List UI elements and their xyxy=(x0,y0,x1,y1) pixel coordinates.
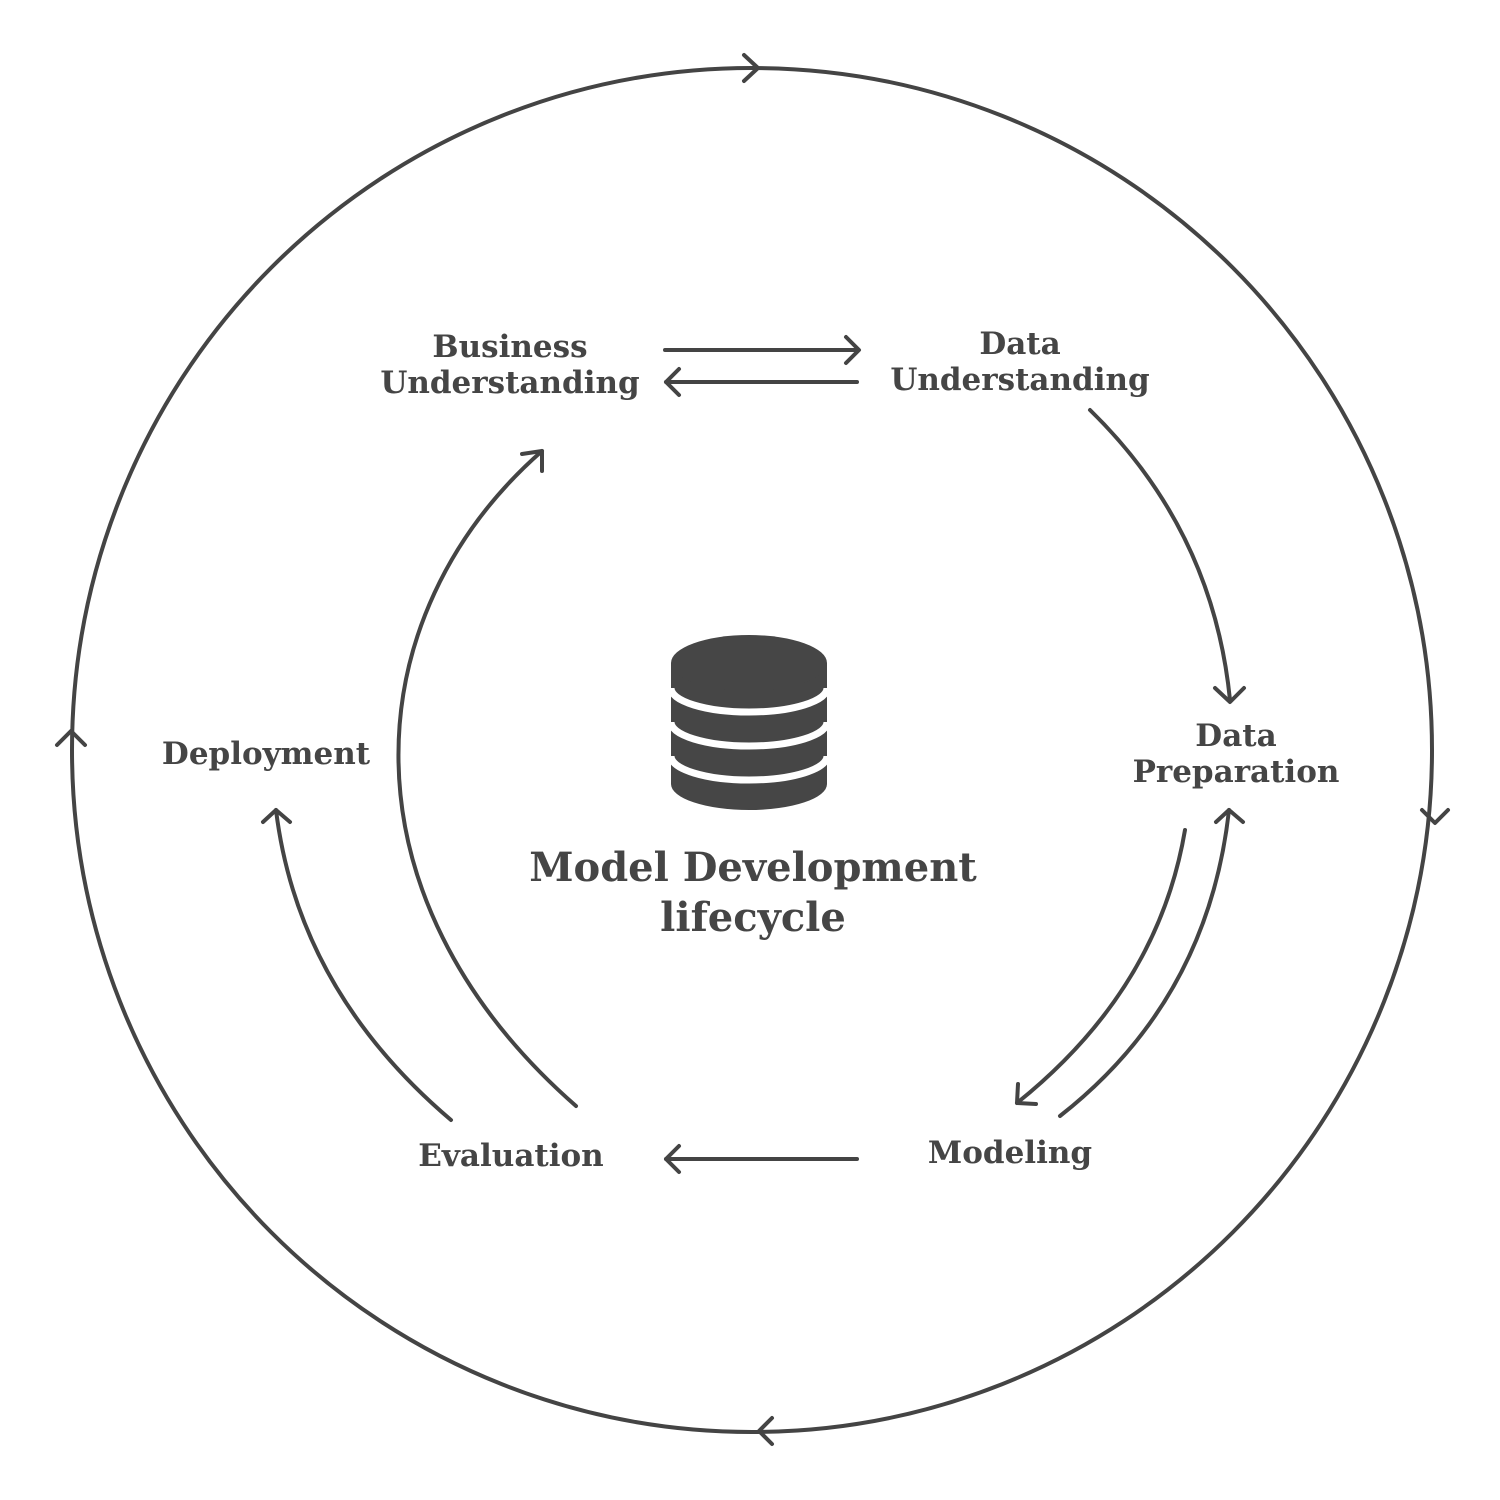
arrow-modeling-to-preparation xyxy=(1058,808,1245,1118)
arrow-evaluation-to-business xyxy=(396,449,578,1108)
arrow-preparation-to-modeling xyxy=(1015,828,1187,1106)
outer-arrow-bottom xyxy=(757,1416,774,1446)
stage-business-understanding-line2: Understanding xyxy=(380,365,640,401)
stage-data-preparation-line1: Data xyxy=(1195,718,1277,754)
stage-data-understanding: Data Understanding xyxy=(890,326,1149,398)
arrow-data-understanding-to-business xyxy=(664,367,859,397)
stage-evaluation-line1: Evaluation xyxy=(418,1138,604,1174)
stage-modeling-line1: Modeling xyxy=(927,1135,1093,1171)
outer-cycle-ring xyxy=(70,66,1434,1434)
arrow-data-understanding-to-preparation xyxy=(1088,408,1246,704)
stage-deployment-line1: Deployment xyxy=(161,736,371,772)
arrow-evaluation-to-deployment xyxy=(261,808,453,1122)
outer-arrow-left xyxy=(55,729,87,747)
center-title-line1: Model Development xyxy=(529,844,977,891)
database-icon xyxy=(667,635,831,810)
outer-arrow-right xyxy=(1420,808,1450,825)
stage-data-understanding-line2: Understanding xyxy=(890,362,1150,398)
center-title-line2: lifecycle xyxy=(660,894,846,941)
outer-arrow-top xyxy=(742,53,760,83)
stage-data-preparation-line2: Preparation xyxy=(1132,754,1340,790)
stage-evaluation: Evaluation xyxy=(418,1138,603,1174)
stage-business-understanding: Business Understanding xyxy=(380,329,639,401)
stage-data-preparation: Data Preparation xyxy=(1133,718,1340,790)
center-title: Model Development lifecycle xyxy=(529,843,977,943)
arrow-business-to-data-understanding xyxy=(663,335,861,365)
stage-modeling: Modeling xyxy=(928,1135,1092,1171)
stage-business-understanding-line1: Business xyxy=(432,329,588,365)
stage-deployment: Deployment xyxy=(162,736,370,772)
stage-data-understanding-line1: Data xyxy=(979,326,1061,362)
arrow-modeling-to-evaluation xyxy=(664,1144,859,1174)
